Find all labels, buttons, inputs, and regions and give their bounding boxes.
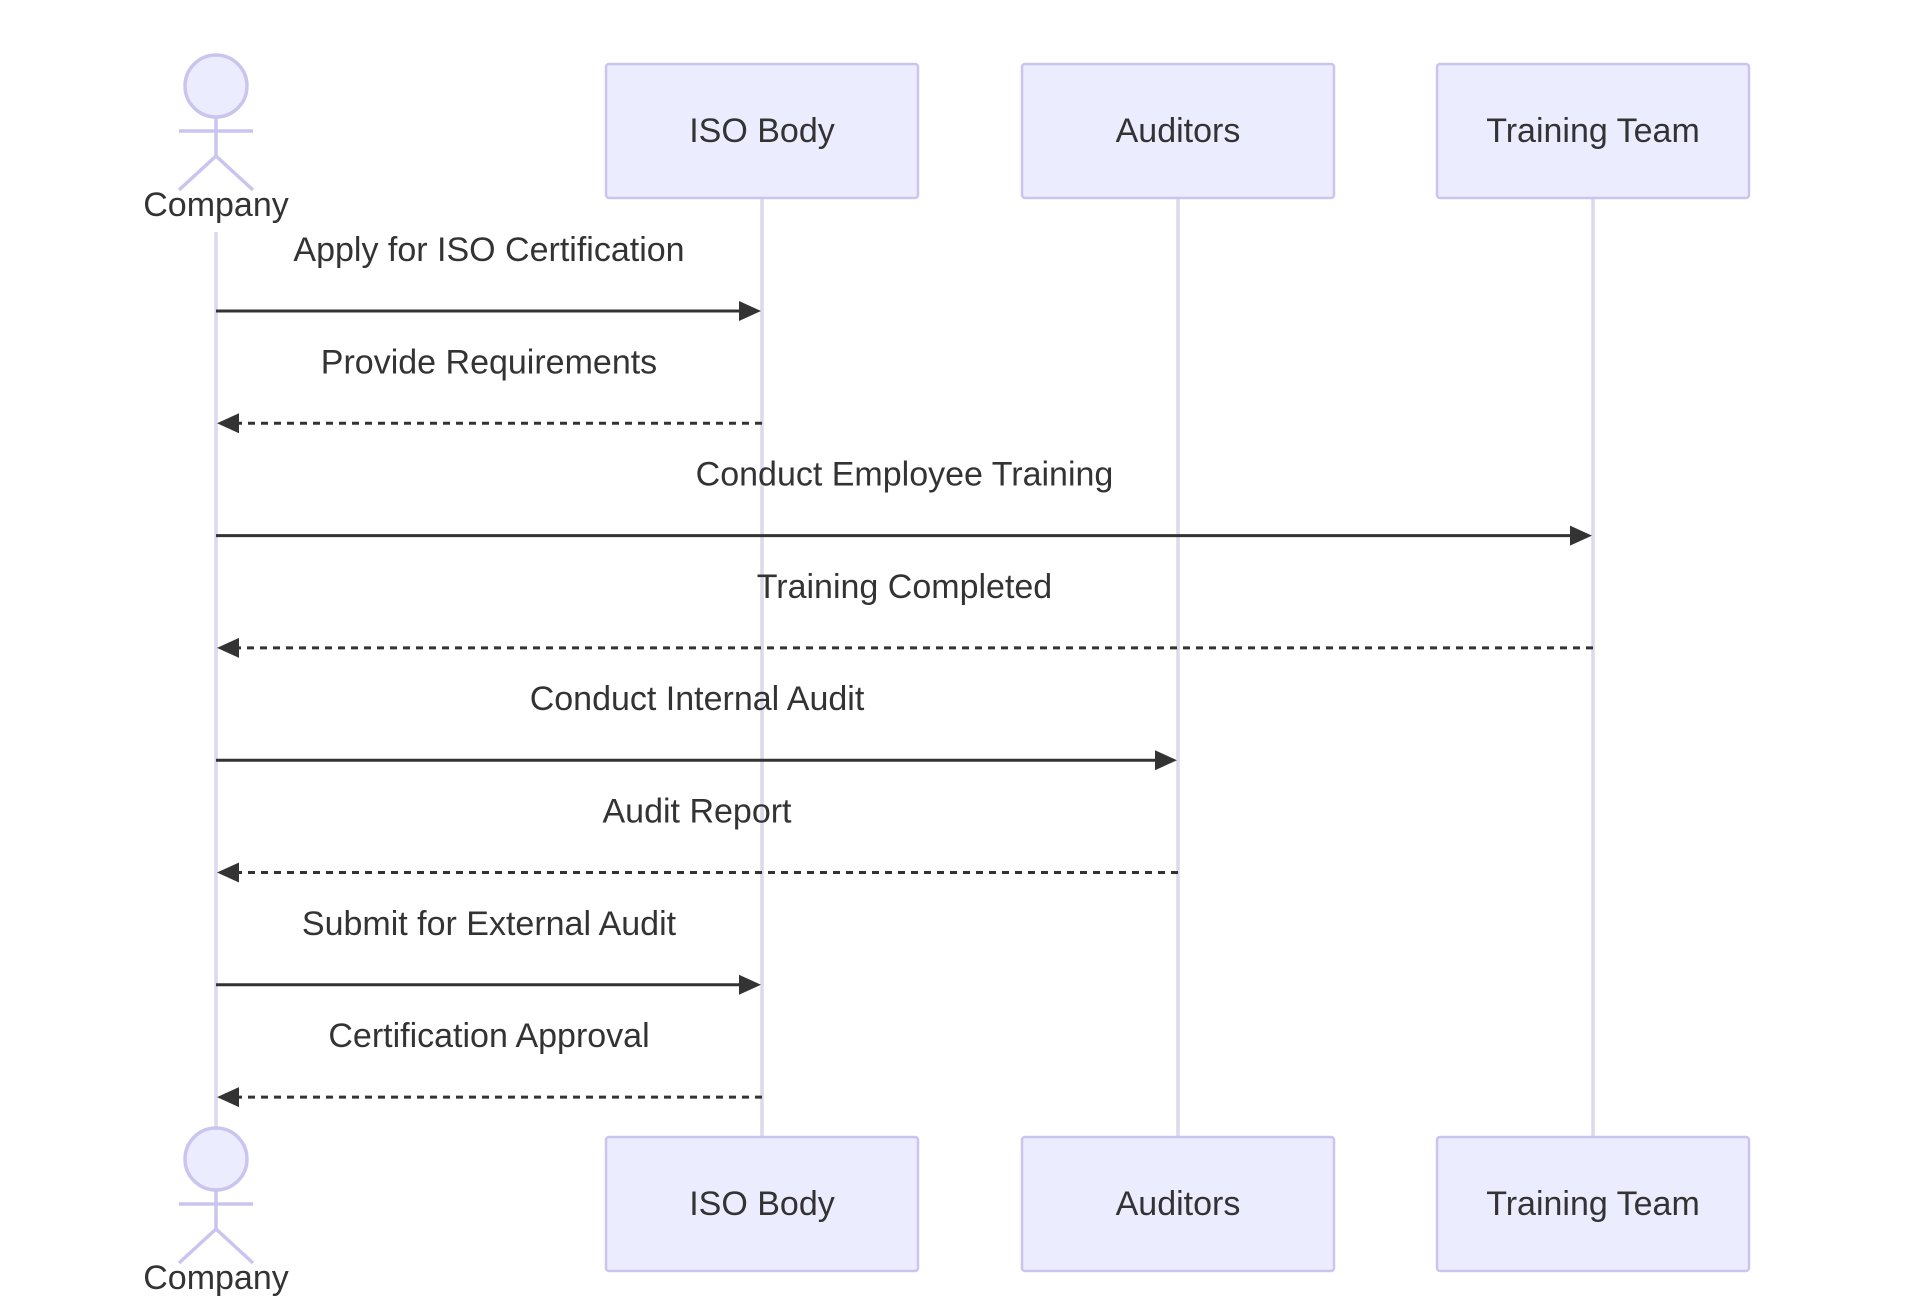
participant-label-training-top: Training Team	[1486, 112, 1700, 150]
message-label-apply-for-iso-certification: Apply for ISO Certification	[293, 231, 684, 269]
participant-box-auditors-top	[1020, 62, 1336, 200]
actor-left-leg	[177, 1227, 218, 1265]
arrowhead-icon	[1570, 525, 1592, 546]
actor-label: Company	[143, 186, 289, 224]
participant-box-iso-bottom	[604, 1135, 920, 1273]
actor-right-leg	[214, 154, 255, 192]
participant-label-auditors-top: Auditors	[1116, 112, 1241, 150]
arrowhead-icon	[217, 413, 239, 434]
message-label-provide-requirements: Provide Requirements	[321, 343, 657, 381]
actor-company-bottom: Company	[143, 1126, 289, 1297]
message-label-conduct-employee-training: Conduct Employee Training	[696, 456, 1114, 494]
arrowhead-icon	[1155, 750, 1177, 771]
participant-box-iso-top	[604, 62, 920, 200]
message-label-training-completed: Training Completed	[757, 568, 1052, 606]
participant-label-training-bottom: Training Team	[1486, 1185, 1700, 1223]
participant-label-iso-top: ISO Body	[689, 112, 835, 150]
arrowhead-icon	[739, 974, 761, 995]
actor-head-icon	[183, 53, 249, 119]
arrowhead-icon	[739, 301, 761, 321]
actor-right-leg	[214, 1227, 255, 1265]
arrowhead-icon	[217, 862, 239, 883]
message-label-audit-report: Audit Report	[603, 793, 793, 831]
participant-box-auditors-bottom	[1020, 1135, 1336, 1273]
participant-box-training-bottom	[1435, 1135, 1751, 1273]
arrowhead-icon	[217, 637, 239, 658]
message-label-certification-approval: Certification Approval	[328, 1017, 649, 1055]
arrowhead-icon	[217, 1087, 239, 1108]
actor-left-leg	[177, 154, 218, 192]
actor-label: Company	[143, 1259, 289, 1297]
message-label-conduct-internal-audit: Conduct Internal Audit	[530, 680, 865, 718]
actor-head-icon	[183, 1126, 249, 1192]
message-label-submit-for-external-audit: Submit for External Audit	[302, 905, 677, 943]
actor-company-top: Company	[143, 53, 289, 224]
participant-label-auditors-bottom: Auditors	[1116, 1185, 1241, 1223]
participant-box-training-top	[1435, 62, 1751, 200]
participant-label-iso-bottom: ISO Body	[689, 1185, 835, 1223]
